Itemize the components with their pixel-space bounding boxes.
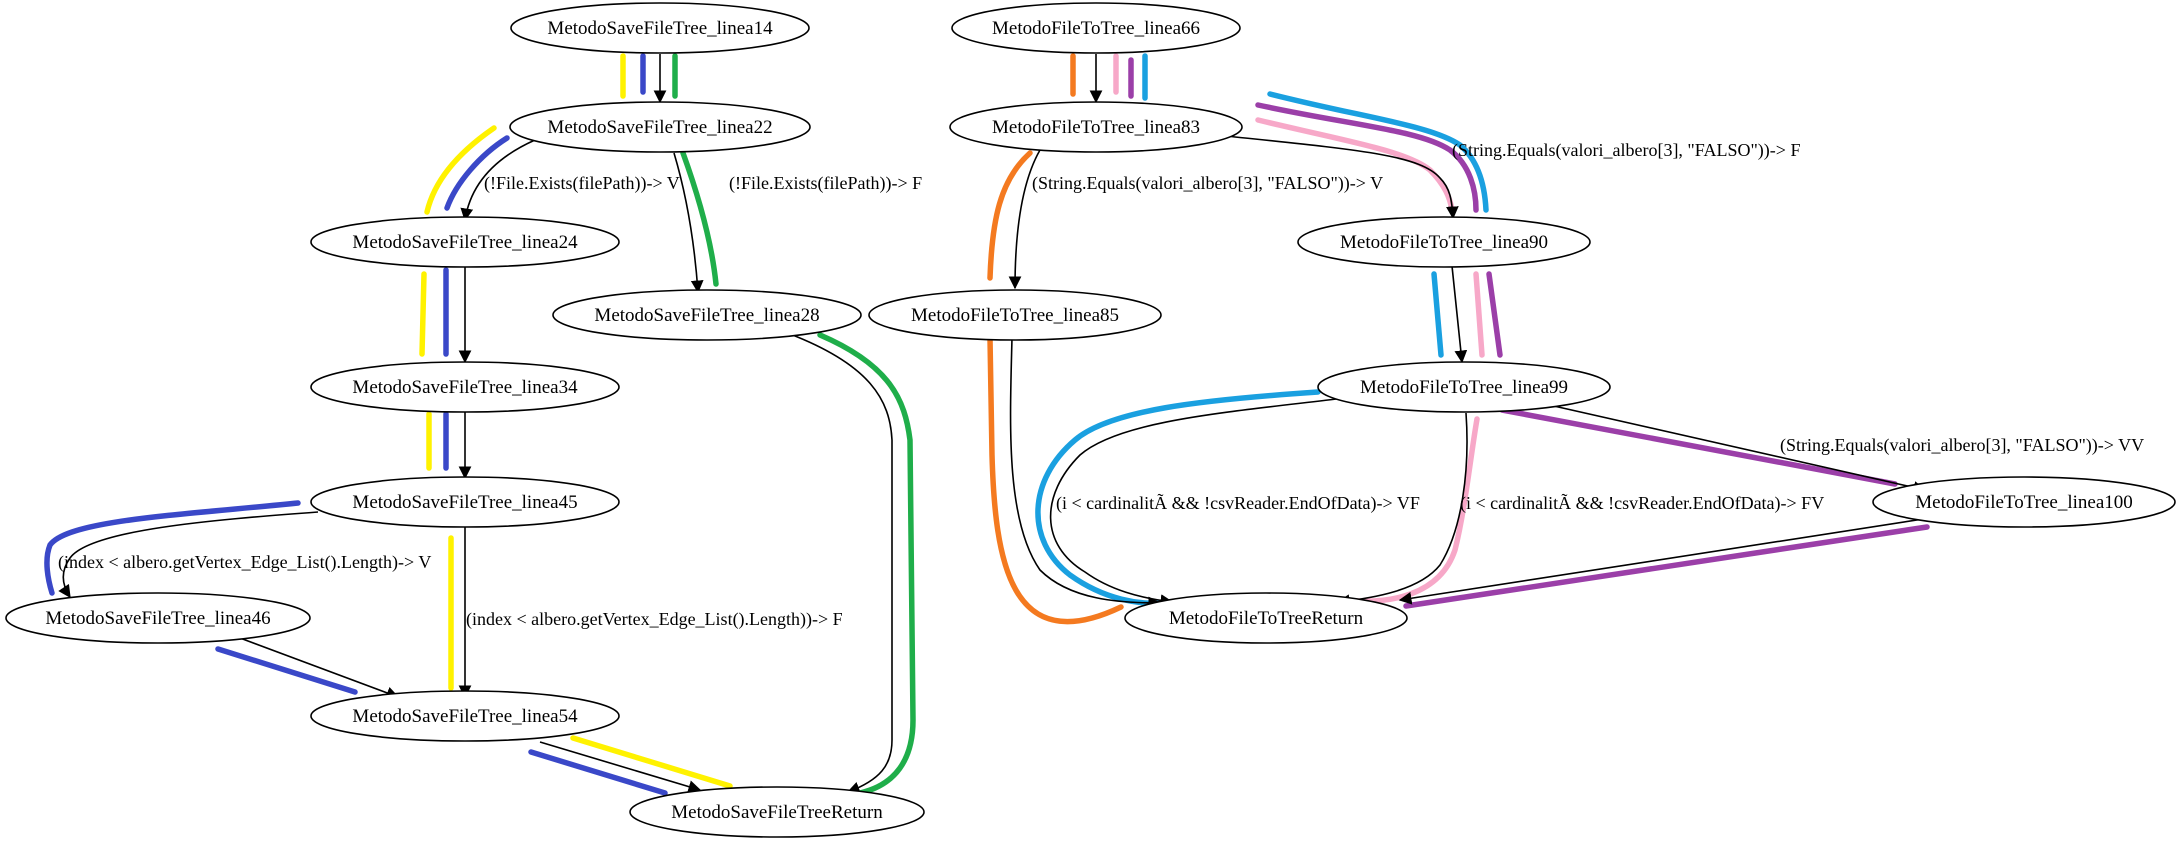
nodes-filetotree: MetodoFileToTree_linea66 MetodoFileToTre… — [868, 2, 2176, 644]
node-sft-46: MetodoSaveFileTree_linea46 — [5, 592, 311, 644]
node-label: MetodoSaveFileTree_linea28 — [594, 305, 819, 326]
highlight-purple-100-ret — [1403, 524, 1930, 609]
node-ftt-return: MetodoFileToTreeReturn — [1124, 592, 1408, 644]
node-label: MetodoSaveFileTree_linea34 — [352, 377, 578, 398]
highlight-purple-83-90 — [1255, 102, 1479, 213]
node-sft-22: MetodoSaveFileTree_linea22 — [509, 101, 811, 153]
edge-99-100 — [1544, 403, 1927, 494]
highlight-yellow-22-24 — [424, 125, 497, 215]
highlight-pink-99-ret — [1341, 416, 1480, 604]
highlight-blue-54-ret — [528, 749, 668, 796]
node-sft-14: MetodoSaveFileTree_linea14 — [510, 2, 810, 54]
node-ftt-100: MetodoFileToTree_linea100 — [1872, 476, 2176, 528]
highlight-green-28-ret — [817, 332, 916, 796]
node-label: MetodoFileToTree_linea66 — [992, 18, 1200, 39]
node-label: MetodoSaveFileTree_linea22 — [547, 117, 772, 138]
highlight-cyan-90-99 — [1431, 271, 1444, 358]
edge-label-equals-vv: (String.Equals(valori_albero[3], "FALSO"… — [1780, 435, 2144, 456]
node-label: MetodoFileToTreeReturn — [1169, 608, 1364, 629]
highlight-orange-85-ret — [987, 335, 1124, 625]
node-label: MetodoSaveFileTree_linea54 — [352, 706, 578, 727]
edge-label-equals-v: (String.Equals(valori_albero[3], "FALSO"… — [1032, 173, 1383, 194]
edge-85-ret — [1009, 337, 1162, 610]
node-label: MetodoFileToTree_linea99 — [1360, 377, 1568, 398]
node-label: MetodoFileToTree_linea85 — [911, 305, 1119, 326]
edge-99-ret-vf — [1049, 397, 1346, 607]
edge-label-card-vf: (i < cardinalitÃ && !csvReader.EndOfData… — [1056, 492, 1420, 514]
node-ftt-66: MetodoFileToTree_linea66 — [951, 2, 1241, 54]
edge-83-85 — [1008, 149, 1041, 290]
edge-label-index-v: (index < albero.getVertex_Edge_List().Le… — [58, 552, 431, 573]
node-label: MetodoSaveFileTree_linea46 — [45, 608, 270, 629]
highlight-paths-filetotree — [987, 53, 1930, 625]
highlight-purple-99-100 — [1499, 407, 1898, 487]
highlight-cyan-99-ret — [1035, 389, 1321, 607]
node-label: MetodoSaveFileTree_linea24 — [352, 232, 578, 253]
highlight-green-22-28 — [680, 150, 719, 287]
edge-99-ret-fv — [1336, 412, 1468, 608]
node-ftt-83: MetodoFileToTree_linea83 — [949, 101, 1243, 153]
edges-savefiletree — [58, 54, 893, 794]
node-label: MetodoSaveFileTree_linea45 — [352, 492, 577, 513]
highlight-pink-83-90 — [1255, 117, 1455, 213]
node-sft-return: MetodoSaveFileTreeReturn — [629, 786, 925, 838]
highlight-yellow-54-ret — [570, 735, 733, 789]
edge-label-card-fv: (i < cardinalitÃ && !csvReader.EndOfData… — [1460, 492, 1824, 514]
edges-filetotree — [1008, 54, 1931, 610]
nodes-savefiletree: MetodoSaveFileTree_linea14 MetodoSaveFil… — [5, 2, 925, 838]
edge-90-99 — [1451, 265, 1468, 364]
edge-22-28 — [673, 152, 704, 294]
edge-83-90 — [1225, 135, 1459, 220]
edge-labels: (!File.Exists(filePath))-> V (!File.Exis… — [58, 140, 2144, 630]
highlight-orange-83-85 — [987, 150, 1033, 281]
node-ftt-99: MetodoFileToTree_linea99 — [1317, 361, 1611, 413]
node-ftt-85: MetodoFileToTree_linea85 — [868, 289, 1162, 341]
node-sft-45: MetodoSaveFileTree_linea45 — [310, 476, 620, 528]
node-label: MetodoSaveFileTree_linea14 — [547, 18, 773, 39]
edge-label-file-exists-v: (!File.Exists(filePath))-> V — [484, 173, 680, 194]
edge-45-46 — [58, 511, 319, 599]
edge-28-ret — [789, 333, 893, 794]
highlight-paths-savefiletree — [44, 53, 916, 796]
edge-label-index-f: (index < albero.getVertex_Edge_List().Le… — [466, 609, 843, 630]
node-label: MetodoFileToTree_linea100 — [1915, 492, 2133, 513]
highlight-blue-46-54 — [215, 646, 358, 695]
node-sft-24: MetodoSaveFileTree_linea24 — [310, 216, 620, 268]
edge-label-equals-f: (String.Equals(valori_albero[3], "FALSO"… — [1452, 140, 1800, 161]
highlight-cyan-83-90 — [1267, 91, 1489, 213]
node-sft-54: MetodoSaveFileTree_linea54 — [310, 690, 620, 742]
edge-label-file-exists-f: (!File.Exists(filePath))-> F — [729, 173, 922, 194]
node-sft-34: MetodoSaveFileTree_linea34 — [310, 361, 620, 413]
node-sft-28: MetodoSaveFileTree_linea28 — [552, 289, 862, 341]
edge-54-ret — [539, 741, 702, 793]
highlight-blue-45-46 — [44, 500, 301, 596]
highlight-yellow-24-34 — [419, 271, 427, 357]
node-ftt-90: MetodoFileToTree_linea90 — [1297, 216, 1591, 268]
edge-46-54 — [239, 637, 400, 699]
highlight-purple-90-99 — [1486, 271, 1503, 358]
edge-22-24 — [460, 139, 536, 222]
node-label: MetodoFileToTree_linea90 — [1340, 232, 1548, 253]
highlight-pink-90-99 — [1473, 271, 1485, 358]
node-label: MetodoSaveFileTreeReturn — [671, 802, 883, 823]
node-label: MetodoFileToTree_linea83 — [992, 117, 1200, 138]
highlight-blue-22-24 — [444, 135, 510, 211]
edge-100-ret — [1398, 517, 1931, 605]
